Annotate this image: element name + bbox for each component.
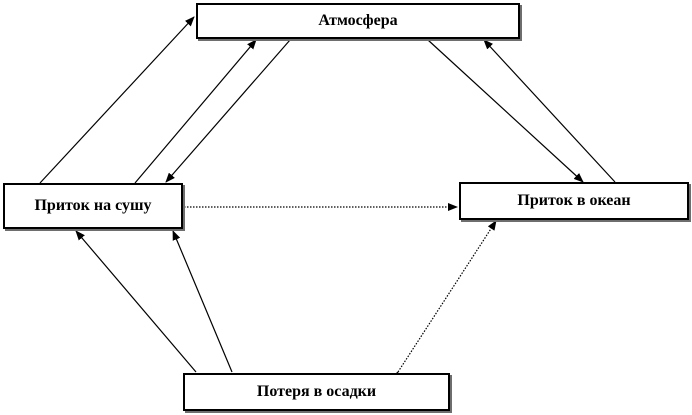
precipitation-loss-label: Потеря в осадки [256,383,377,400]
atmosphere-node: Атмосфера [196,3,520,39]
ocean-inflow-node: Приток в океан [459,182,689,220]
ocean-inflow-label: Приток в океан [517,192,631,209]
arrow-atmosphere-to-land [165,39,291,183]
land-inflow-node: Приток на сушу [3,183,183,229]
arrow-land-to-atmosphere-inner [134,39,257,184]
precipitation-loss-node: Потеря в осадки [183,373,450,411]
atmosphere-label: Атмосфера [318,12,398,29]
arrow-atmosphere-to-ocean [427,39,584,183]
arrow-loss-to-land-outer [75,230,197,373]
arrow-ocean-to-atmosphere [483,39,616,183]
arrow-land-to-atmosphere-outer [39,16,195,184]
arrow-loss-ocean-bidirectional [389,220,497,382]
arrow-loss-to-land-inner [172,230,233,373]
land-inflow-label: Приток на сушу [34,197,152,214]
